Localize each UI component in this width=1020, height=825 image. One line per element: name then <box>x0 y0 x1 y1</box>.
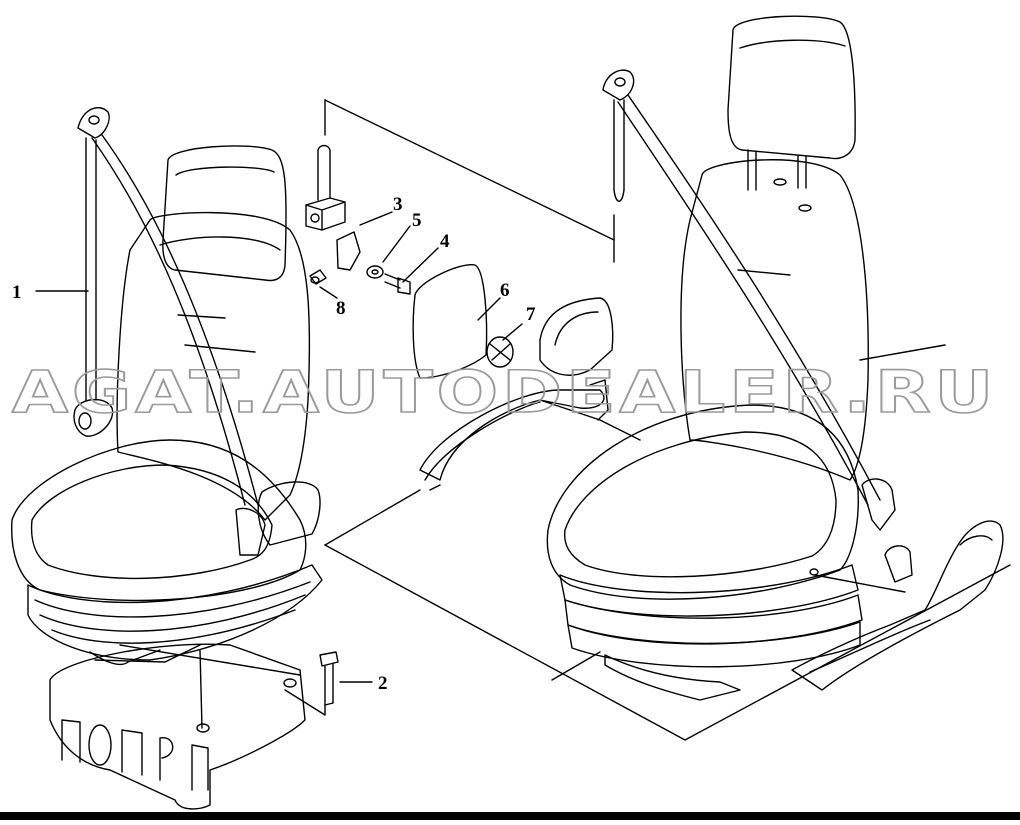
detached-parts <box>305 144 641 491</box>
callout-7: 7 <box>526 304 536 325</box>
callout-5: 5 <box>412 210 422 231</box>
watermark-text: AGAT.AUTODEALER.RU <box>12 358 997 426</box>
right-seat <box>546 15 1004 701</box>
callout-4: 4 <box>440 231 450 252</box>
callout-8: 8 <box>336 298 346 319</box>
leader-lines <box>35 99 1011 741</box>
callout-2: 2 <box>378 673 388 694</box>
left-seat <box>11 107 339 810</box>
callout-3: 3 <box>393 194 403 215</box>
callout-1: 1 <box>12 282 22 303</box>
bottom-bar <box>0 812 1020 820</box>
callout-labels: 1 2 3 4 5 6 7 8 <box>12 194 536 694</box>
callout-6: 6 <box>500 280 510 301</box>
